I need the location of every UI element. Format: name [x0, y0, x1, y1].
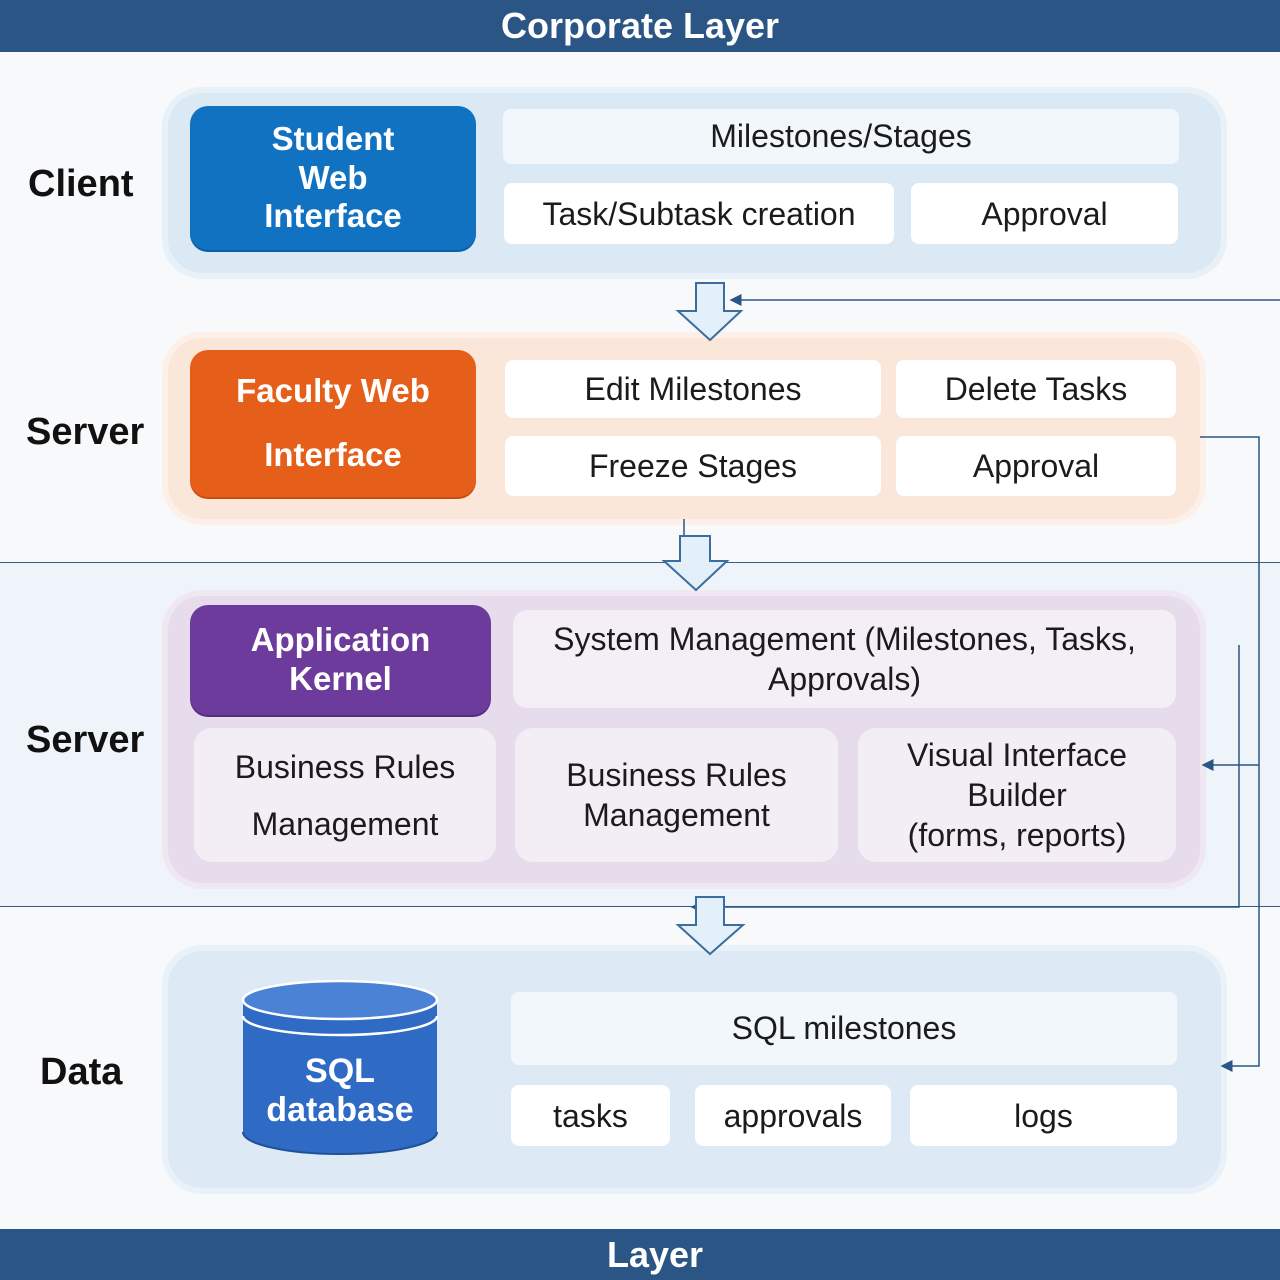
delete-tasks-label: Delete Tasks [944, 371, 1128, 407]
server-approval-label: Approval [972, 448, 1100, 484]
data-tier-label: Data [40, 1051, 123, 1093]
approvals-label: approvals [723, 1097, 863, 1134]
visual-builder-line-2: Builder [967, 777, 1067, 813]
business-rules-1-line-1: Business Rules [234, 748, 456, 785]
db-label-line-2: database [266, 1091, 414, 1130]
kernel-head-line-2: Kernel [289, 660, 392, 697]
business-rules-2-line-1: Business Rules [566, 757, 787, 793]
db-label-line-1: SQL [305, 1052, 375, 1090]
edit-milestones-box[interactable]: Edit Milestones [505, 360, 881, 418]
business-rules-box-1[interactable]: Business Rules Management [194, 728, 496, 862]
sql-milestones-label: SQL milestones [731, 1010, 957, 1046]
client-tier-label: Client [28, 163, 134, 205]
sql-database-label: SQL database [243, 1052, 437, 1130]
edit-milestones-label: Edit Milestones [584, 371, 802, 407]
business-rules-1-line-2: Management [251, 805, 439, 842]
freeze-stages-label: Freeze Stages [588, 448, 798, 484]
faculty-head-line-2: Interface [264, 435, 402, 473]
student-head-line-2: Web [298, 158, 368, 196]
business-rules-box-2[interactable]: Business Rules Management [515, 728, 838, 862]
tasks-label: tasks [553, 1097, 628, 1134]
milestones-stages-label: Milestones/Stages [710, 118, 972, 154]
server-approval-box[interactable]: Approval [896, 436, 1176, 496]
freeze-stages-box[interactable]: Freeze Stages [505, 436, 881, 496]
footer-banner: Layer [0, 1229, 1280, 1280]
faculty-head-line-1: Faculty Web [236, 372, 430, 410]
client-approval-label: Approval [981, 195, 1108, 232]
server-web-tier-label: Server [26, 411, 145, 453]
system-management-line-2: Approvals) [768, 661, 921, 697]
sql-milestones-box[interactable]: SQL milestones [511, 992, 1177, 1065]
approvals-box[interactable]: approvals [695, 1085, 891, 1146]
system-management-line-1: System Management (Milestones, Tasks, [553, 621, 1136, 657]
kernel-head-line-1: Application [250, 621, 431, 659]
milestones-stages-box[interactable]: Milestones/Stages [503, 109, 1179, 164]
student-head-line-3: Interface [264, 197, 402, 235]
footer-title: Layer [606, 1233, 704, 1275]
task-creation-box[interactable]: Task/Subtask creation [504, 183, 894, 244]
header-title: Corporate Layer [500, 5, 780, 46]
logs-label: logs [1014, 1097, 1073, 1134]
system-management-box[interactable]: System Management (Milestones, Tasks, Ap… [513, 610, 1176, 708]
task-creation-label: Task/Subtask creation [542, 195, 856, 232]
student-head-line-1: Student [271, 119, 395, 157]
client-approval-box[interactable]: Approval [911, 183, 1178, 244]
logs-box[interactable]: logs [910, 1085, 1177, 1146]
header-banner: Corporate Layer [0, 0, 1280, 52]
delete-tasks-box[interactable]: Delete Tasks [896, 360, 1176, 418]
server-kernel-tier-label: Server [26, 719, 145, 761]
student-web-interface-box[interactable]: Student Web Interface [190, 106, 476, 250]
tasks-box[interactable]: tasks [511, 1085, 670, 1146]
visual-interface-builder-box[interactable]: Visual Interface Builder (forms, reports… [858, 728, 1176, 862]
arrow-down-icon-1 [675, 282, 744, 342]
application-kernel-box[interactable]: Application Kernel [190, 605, 491, 715]
faculty-web-interface-box[interactable]: Faculty Web Interface [190, 350, 476, 497]
visual-builder-line-3: (forms, reports) [907, 817, 1127, 853]
visual-builder-line-1: Visual Interface [907, 737, 1127, 773]
business-rules-2-line-2: Management [583, 797, 770, 833]
